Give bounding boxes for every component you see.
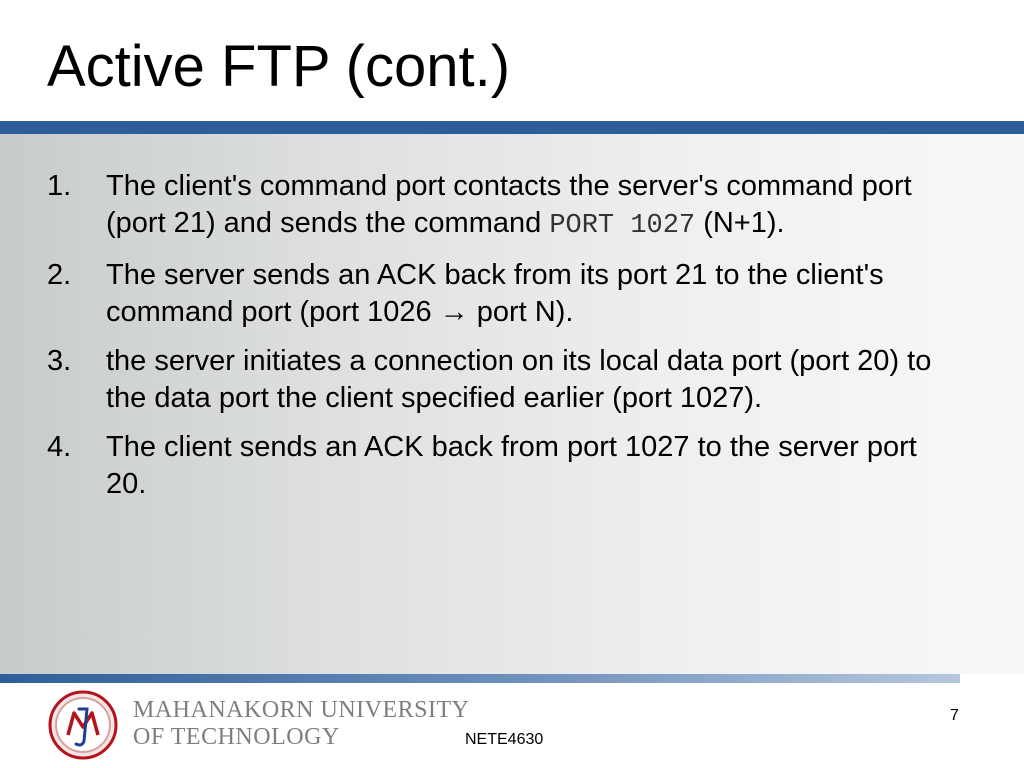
university-name-line2: OF TECHNOLOGY: [133, 724, 340, 750]
content-background: [0, 134, 1024, 674]
slide-title: Active FTP (cont.): [47, 34, 511, 99]
item-text: the server initiates a connection on its…: [106, 345, 932, 414]
item-text: The server sends an ACK back from its po…: [106, 259, 884, 328]
university-name-line1: MAHANAKORN UNIVERSITY: [133, 697, 470, 723]
page-number: 7: [950, 707, 959, 724]
title-divider-bar: [0, 121, 1024, 134]
item-number: 2.: [47, 259, 72, 291]
item-number: 1.: [47, 170, 72, 202]
list-item: 4. The client sends an ACK back from por…: [47, 429, 947, 503]
list-item: 3. the server initiates a connection on …: [47, 343, 947, 417]
port-command-code: PORT 1027: [549, 211, 696, 241]
item-text: The client's command port contacts the s…: [106, 170, 912, 239]
list-item: 1. The client's command port contacts th…: [47, 168, 947, 245]
arrow-right-icon: →: [439, 296, 469, 328]
item-text: The client sends an ACK back from port 1…: [106, 431, 917, 500]
course-code: NETE4630: [465, 731, 544, 748]
footer-divider-bar: [0, 674, 960, 683]
item-number: 4.: [47, 431, 72, 463]
item-text-suffix: (N+1).: [695, 207, 785, 239]
list-item: 2. The server sends an ACK back from its…: [47, 257, 947, 331]
item-text-suffix: port N).: [468, 296, 574, 328]
university-logo-icon: [46, 689, 120, 761]
item-number: 3.: [47, 345, 72, 377]
steps-list: 1. The client's command port contacts th…: [47, 168, 947, 515]
